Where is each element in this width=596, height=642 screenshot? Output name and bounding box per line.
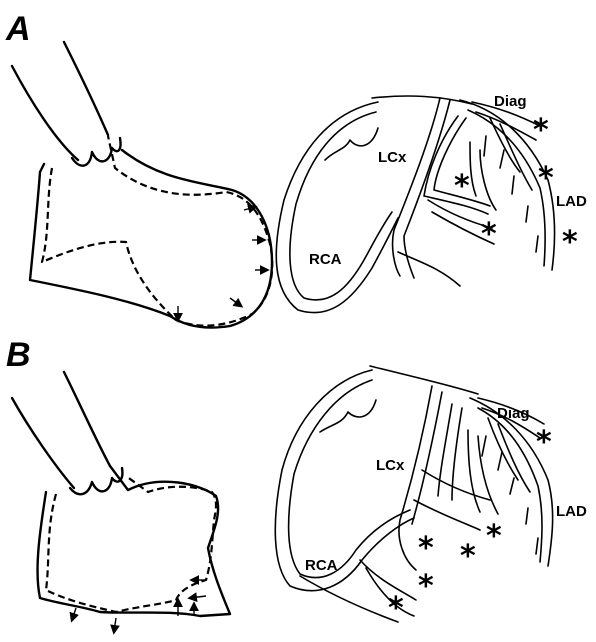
- lcx-a: [393, 98, 440, 276]
- asterisk-b-1: *: [536, 425, 552, 460]
- asterisk-b-2: *: [486, 519, 502, 554]
- wall-motion-arrow: [244, 207, 255, 210]
- rca-vessel-inner-a: [290, 112, 392, 300]
- aorta-right-wall-a: [64, 42, 108, 135]
- asterisk-a-5: *: [481, 217, 497, 252]
- left-main-a: [372, 96, 472, 104]
- label-lcx-b: LCx: [376, 457, 405, 474]
- rca-pl-b: [300, 576, 398, 622]
- aortic-root-b: [320, 400, 376, 432]
- asterisk-b-6: *: [388, 591, 404, 626]
- aorta-left-wall-b: [12, 398, 74, 488]
- asterisk-a-3: *: [562, 225, 578, 260]
- label-lad-b: LAD: [556, 503, 587, 520]
- panel-a: A: [5, 10, 587, 328]
- branch-a: [470, 142, 496, 210]
- wall-motion-arrow: [230, 298, 241, 306]
- asterisk-a-4: *: [454, 169, 470, 204]
- systolic-outline-b: [46, 476, 216, 612]
- diag2-a: [490, 118, 532, 190]
- label-rca-a: RCA: [309, 251, 342, 268]
- asterisk-b-4: *: [418, 531, 434, 566]
- aorta-right-wall-b: [64, 372, 110, 466]
- wall-motion-arrow: [72, 608, 76, 620]
- aorta-left-wall-a: [12, 66, 78, 160]
- left-main-b: [370, 366, 478, 394]
- label-diag-a: Diag: [494, 93, 527, 110]
- rca-vessel-outer-b: [275, 370, 414, 591]
- rca-vessel-inner-b: [289, 380, 410, 578]
- ventriculogram-b: [12, 372, 230, 632]
- diastolic-outline-a: [30, 150, 272, 328]
- ventriculogram-a: [12, 42, 272, 328]
- asterisk-b-5: *: [418, 569, 434, 604]
- panel-b: B: [6, 336, 587, 632]
- label-diag-b: Diag: [497, 405, 530, 422]
- panel-a-letter: A: [5, 10, 31, 48]
- label-lcx-a: LCx: [378, 149, 407, 166]
- lad-b: [470, 398, 553, 566]
- wall-motion-arrow: [190, 596, 206, 598]
- branch-b: [468, 430, 498, 514]
- aortic-valve-a: [72, 138, 121, 166]
- label-rca-b: RCA: [305, 557, 338, 574]
- asterisk-a-1: *: [533, 113, 549, 148]
- label-lad-a: LAD: [556, 193, 587, 210]
- panel-b-letter: B: [6, 336, 31, 374]
- asterisk-a-2: *: [538, 161, 554, 196]
- asterisk-b-3: *: [460, 539, 476, 574]
- aortic-root-a: [325, 128, 378, 160]
- coronary-tree-a: [276, 96, 554, 313]
- wall-motion-arrow: [114, 618, 116, 632]
